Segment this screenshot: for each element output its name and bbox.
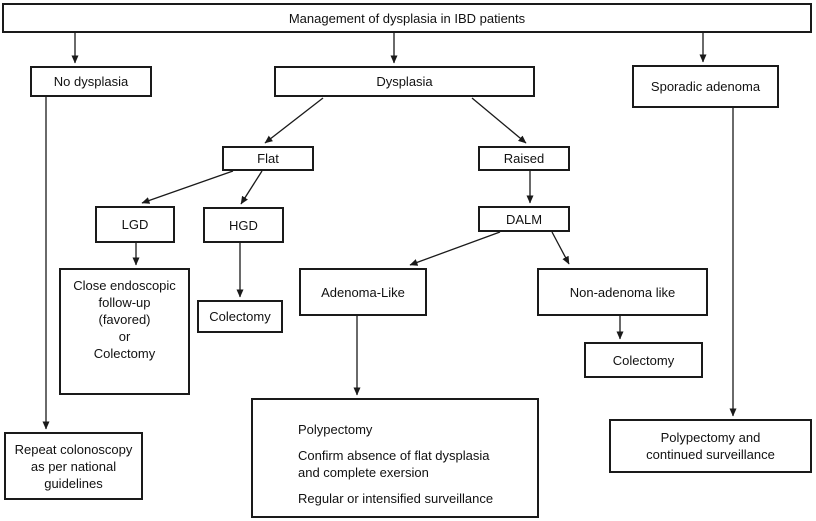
node-dalm-label: DALM — [505, 211, 543, 227]
node-close-endoscopic-followup: Close endoscopic follow-up (favored) or … — [59, 268, 190, 395]
arrow-dalm-to-adenoma-like — [409, 231, 501, 266]
node-sporadic-adenoma-label: Sporadic adenoma — [650, 79, 761, 94]
node-dalm: DALM — [478, 206, 570, 232]
node-polypectomy-detail: Polypectomy Confirm absence of flat dysp… — [251, 398, 539, 518]
node-management-title: Management of dysplasia in IBD patients — [2, 3, 812, 33]
polypectomy-line: Confirm absence of flat dysplasia — [298, 448, 490, 463]
repeat-colonoscopy-line: guidelines — [44, 475, 103, 491]
node-adenoma-like: Adenoma-Like — [299, 268, 427, 316]
arrow-flat-to-lgd — [141, 170, 234, 204]
node-flat: Flat — [222, 146, 314, 171]
polypectomy-paragraph: Polypectomy — [298, 421, 529, 438]
polypectomy-paragraph: Confirm absence of flat dysplasia and co… — [298, 447, 529, 481]
node-dysplasia: Dysplasia — [274, 66, 535, 97]
lgd-outcome-line: follow-up — [98, 295, 151, 310]
lgd-outcome-line: (favored) — [98, 312, 151, 327]
node-colectomy-hgd: Colectomy — [197, 300, 283, 333]
node-colectomy-non-adenoma-label: Colectomy — [612, 352, 675, 368]
node-non-adenoma-like-label: Non-adenoma like — [569, 284, 676, 300]
polypectomy-line: Regular or intensified surveillance — [298, 491, 494, 506]
repeat-colonoscopy-line: Repeat colonoscopy — [14, 441, 133, 457]
polypectomy-line: and complete exersion — [298, 465, 429, 480]
node-polypectomy-continued-surveillance: Polypectomy and continued surveillance — [609, 419, 812, 473]
repeat-colonoscopy-line: as per national — [30, 458, 117, 474]
node-management-title-label: Management of dysplasia in IBD patients — [288, 10, 526, 26]
node-flat-label: Flat — [257, 151, 279, 166]
node-no-dysplasia: No dysplasia — [30, 66, 152, 97]
node-repeat-colonoscopy: Repeat colonoscopy as per national guide… — [4, 432, 143, 500]
node-raised-label: Raised — [503, 151, 545, 166]
node-dysplasia-label: Dysplasia — [376, 74, 433, 89]
node-adenoma-like-label: Adenoma-Like — [321, 284, 405, 300]
node-no-dysplasia-label: No dysplasia — [53, 74, 129, 89]
node-hgd: HGD — [203, 207, 284, 243]
node-colectomy-non-adenoma: Colectomy — [584, 342, 703, 378]
node-colectomy-hgd-label: Colectomy — [209, 309, 271, 324]
sporadic-outcome-line: Polypectomy and — [660, 430, 761, 445]
sporadic-outcome-line: continued surveillance — [646, 447, 775, 462]
node-lgd: LGD — [95, 206, 175, 243]
lgd-outcome-line: Close endoscopic — [73, 278, 176, 293]
node-lgd-label: LGD — [121, 217, 149, 232]
node-sporadic-adenoma: Sporadic adenoma — [632, 65, 779, 108]
lgd-outcome-line: or — [118, 329, 131, 344]
node-hgd-label: HGD — [229, 217, 258, 233]
arrow-dalm-to-non-adenoma-like — [551, 231, 570, 265]
arrow-dysplasia-to-raised — [471, 97, 527, 144]
polypectomy-paragraph: Regular or intensified surveillance — [298, 490, 529, 507]
lgd-outcome-line: Colectomy — [93, 346, 156, 361]
node-raised: Raised — [478, 146, 570, 171]
node-non-adenoma-like: Non-adenoma like — [537, 268, 708, 316]
polypectomy-line: Polypectomy — [298, 422, 373, 437]
arrow-flat-to-hgd — [240, 170, 263, 205]
arrow-dysplasia-to-flat — [264, 97, 324, 144]
